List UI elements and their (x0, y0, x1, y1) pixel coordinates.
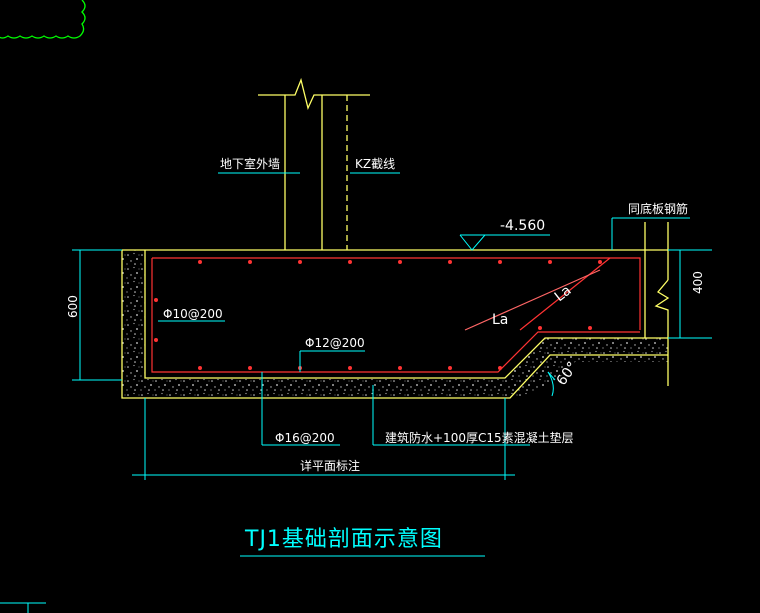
angle-arc (547, 371, 554, 397)
same-rebar-label: 同底板钢筋 (628, 201, 688, 216)
anchorage-la-label-1: La (492, 312, 508, 328)
leader-lines (158, 172, 690, 446)
foundation-outline (121, 249, 668, 399)
revision-cloud (0, 0, 86, 39)
dim-right-label: 400 (691, 271, 705, 294)
kz-column-label: KZ截线 (355, 157, 395, 171)
rebar-dots (154, 260, 602, 370)
plan-note: 详平面标注 (300, 458, 360, 473)
rebar-mid-label: Φ12@200 (305, 336, 365, 350)
dim-left-label: 600 (66, 295, 80, 318)
concrete-cushion-hatch (122, 250, 668, 398)
elevation-label: -4.560 (500, 218, 545, 234)
right-cut-line (644, 222, 670, 386)
rebar-side-label: Φ10@200 (163, 307, 223, 321)
rebar (151, 257, 641, 373)
elevation-marker (459, 234, 550, 251)
dimension-lines (72, 249, 712, 480)
waterproof-note: 建筑防水+100厚C15素混凝土垫层 (385, 430, 574, 445)
anchorage-la-label-2: La (552, 282, 575, 305)
basement-wall-label: 地下室外墙 (220, 156, 280, 171)
drawing-title: TJ1基础剖面示意图 (244, 527, 443, 552)
rebar-bottom-label: Φ16@200 (275, 431, 335, 445)
